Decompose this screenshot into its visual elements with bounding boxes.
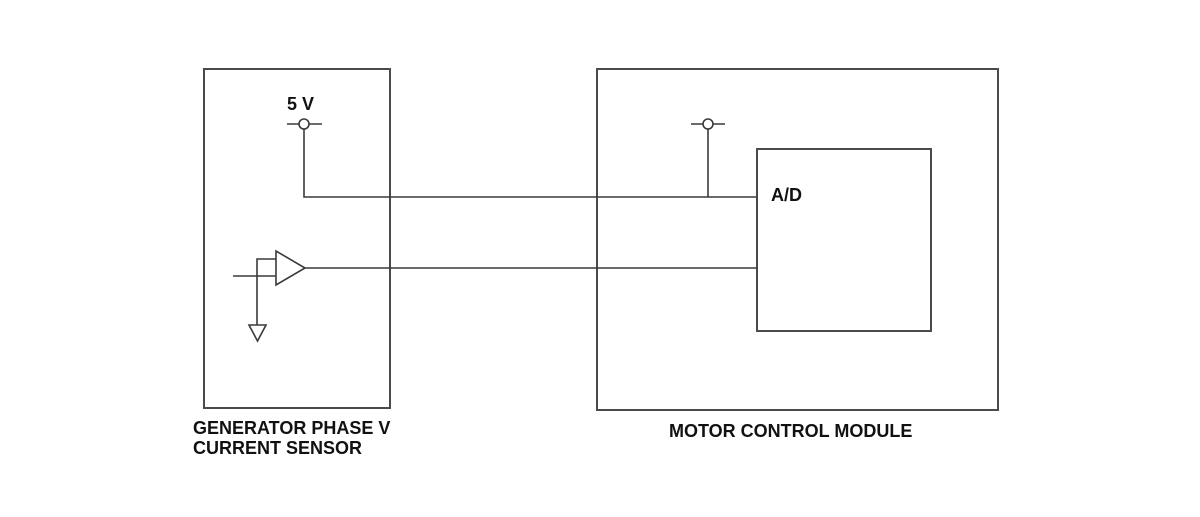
sensor-title-line2: CURRENT SENSOR [193, 438, 363, 458]
terminal-circle-icon [298, 118, 310, 130]
voltage-label: 5 V [287, 94, 315, 114]
sensor-box [203, 68, 391, 409]
ad-converter-label: A/D [771, 185, 802, 205]
supply-terminal-module [691, 118, 725, 130]
supply-wire [303, 129, 757, 198]
terminal-circle-icon [702, 118, 714, 130]
module-box [596, 68, 999, 411]
ground-icon [247, 324, 268, 343]
sensor-title-line1: GENERATOR PHASE V [193, 418, 391, 438]
ad-converter-box [756, 148, 932, 332]
amplifier-icon [233, 249, 307, 325]
supply-terminal-sensor [287, 118, 322, 130]
module-title: MOTOR CONTROL MODULE [669, 421, 913, 441]
